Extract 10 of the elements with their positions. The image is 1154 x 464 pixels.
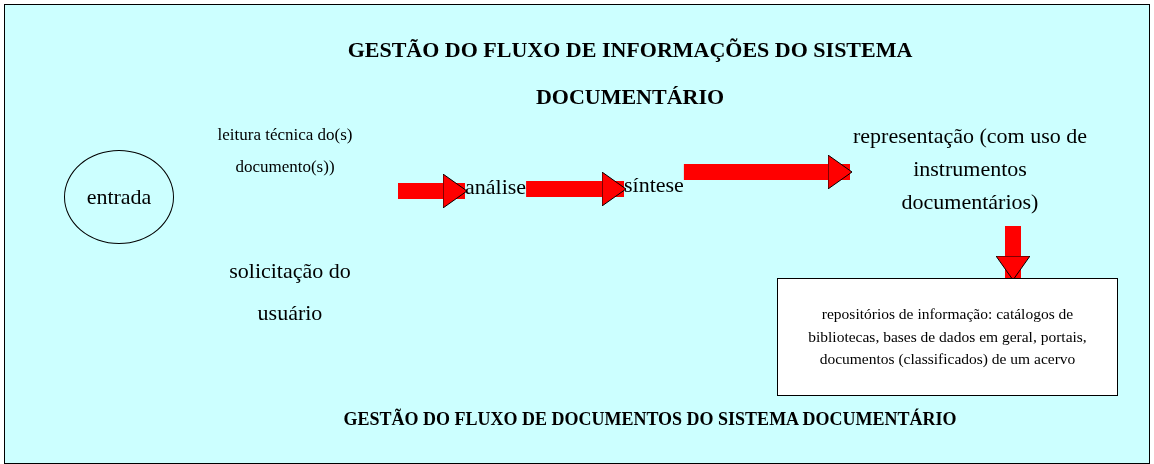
flow-text: síntese	[624, 166, 684, 204]
flow-text: leitura técnica do(s) documento(s))	[200, 114, 370, 188]
flow-text: análise	[465, 168, 527, 206]
block-arrow	[683, 154, 853, 190]
block-arrow	[398, 173, 468, 209]
flow-text: solicitação do usuário	[210, 250, 370, 334]
block-arrow	[526, 171, 627, 207]
flow-text: representação (com uso de instrumentos documentários)	[850, 116, 1090, 220]
diagram-caption: GESTÃO DO FLUXO DE DOCUMENTOS DO SISTEMA DOCUMENTÁRIO	[342, 407, 958, 431]
repository-box: repositórios de informação: catálogos de bibliotecas, bases de dados em geral, portais, documentos (classificados) de um acervo	[777, 278, 1118, 396]
